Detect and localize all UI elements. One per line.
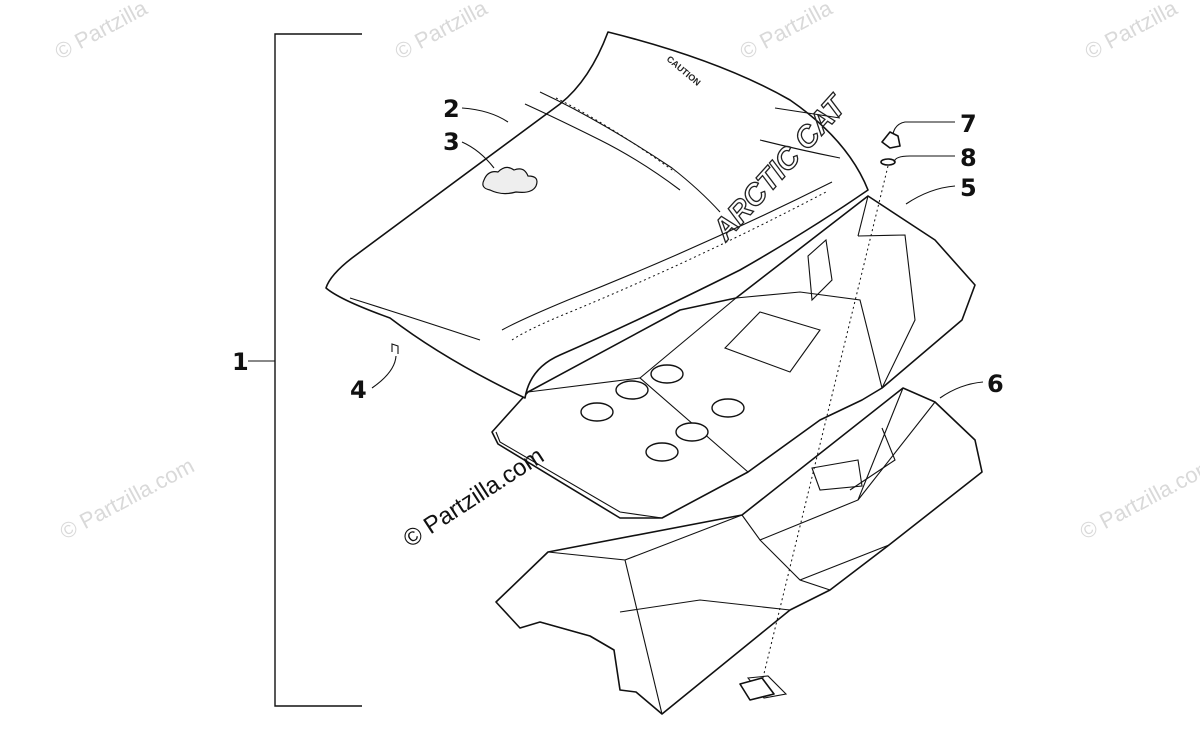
part-5-hole [650, 364, 684, 384]
watermark-faint-left: © Partzilla.com [56, 453, 199, 545]
callout-3: 3 [443, 128, 460, 156]
part-5-hole [615, 380, 649, 400]
callout-5: 5 [960, 174, 977, 202]
callout-numbers: 1 2 3 4 5 6 7 8 [232, 95, 1004, 404]
callout-6: 6 [987, 370, 1004, 398]
callout-1: 1 [232, 348, 249, 376]
part-5-hole [580, 402, 614, 422]
part-5-seat-pan [491, 195, 976, 519]
leader-lines [371, 107, 984, 399]
callout-8: 8 [960, 144, 977, 172]
watermark-faint-top-right: © Partzilla [1081, 0, 1182, 64]
watermark-faint-top-left: © Partzilla [51, 0, 152, 64]
part-5-hole [645, 442, 679, 462]
part-6-seat-base [495, 387, 983, 715]
callout-2: 2 [443, 95, 460, 123]
part-5-hole [675, 422, 709, 442]
part-2-seat-cover: ARCTIC CAT CAUTION [325, 31, 869, 399]
part-5-hole [711, 398, 745, 418]
watermark-faint-top-center: © Partzilla [391, 0, 492, 64]
watermark-faint-right: © Partzilla.com [1076, 453, 1200, 545]
callout-7: 7 [960, 110, 977, 138]
watermark-faint-top-mid: © Partzilla [736, 0, 837, 64]
part-7-8-fasteners [739, 131, 901, 701]
assembly-bracket [248, 33, 362, 707]
watermark-main: © Partzilla.com [399, 442, 549, 553]
callout-4: 4 [350, 376, 367, 404]
part-3-emblem [482, 166, 538, 195]
part-4-clip [391, 343, 399, 354]
